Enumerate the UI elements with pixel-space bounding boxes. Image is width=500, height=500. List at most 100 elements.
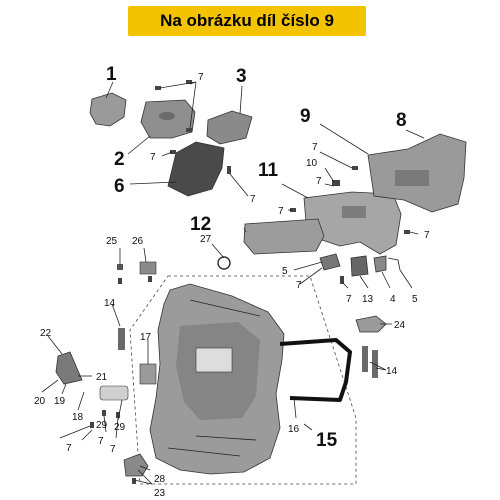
callout-7: 7	[346, 294, 352, 305]
callout-7: 7	[98, 436, 104, 447]
callout-26: 26	[132, 236, 144, 247]
callout-27: 27	[200, 234, 212, 245]
part-18-part	[99, 385, 129, 401]
part-5-bracket-left	[319, 253, 341, 271]
callout-7: 7	[312, 142, 318, 153]
leader	[359, 275, 369, 289]
part-4-clip	[373, 255, 387, 273]
callout-11: 11	[258, 160, 279, 181]
screw	[118, 278, 122, 284]
callout-7: 7	[424, 230, 430, 241]
screw	[116, 412, 120, 418]
screw	[340, 276, 344, 284]
callout-8: 8	[396, 110, 407, 131]
leader	[381, 271, 391, 289]
part-25-clip	[117, 264, 123, 270]
callout-17: 17	[140, 332, 152, 343]
callout-7: 7	[278, 206, 284, 217]
callout-3: 3	[236, 66, 247, 87]
leader	[129, 181, 177, 185]
screw	[90, 422, 94, 428]
part-24-clip	[355, 315, 387, 333]
screw	[227, 166, 231, 174]
leader	[117, 399, 123, 421]
leader	[59, 425, 91, 439]
part-14-clip-right-b	[372, 350, 378, 378]
screw	[332, 180, 340, 186]
callout-7: 7	[150, 152, 156, 163]
callout-7: 7	[296, 280, 302, 291]
callout-16: 16	[288, 424, 300, 435]
leader	[409, 231, 419, 235]
part-28-bracket	[123, 453, 149, 477]
leader	[405, 129, 425, 139]
callout-25: 25	[106, 236, 118, 247]
callout-1: 1	[106, 64, 117, 85]
screw	[155, 86, 161, 90]
part-6-bracket	[167, 141, 225, 197]
callout-20: 20	[34, 396, 46, 407]
leader	[143, 247, 147, 263]
part-1-cover	[89, 92, 127, 127]
callout-7: 7	[198, 72, 204, 83]
leader	[281, 183, 309, 199]
callout-19: 19	[54, 396, 66, 407]
part-2-hole	[159, 112, 175, 120]
callout-9: 9	[300, 106, 311, 127]
part-13-bracket	[350, 255, 369, 277]
leader	[159, 81, 197, 129]
callout-24: 24	[394, 320, 406, 331]
leader	[81, 429, 93, 441]
callout-15: 15	[316, 430, 338, 451]
part-15-detail	[167, 299, 261, 457]
leader	[243, 227, 247, 233]
part-14-clip-left	[118, 328, 125, 350]
callout-6: 6	[114, 176, 125, 197]
leader	[105, 81, 114, 99]
screw	[102, 410, 106, 416]
part-9-vent	[342, 206, 366, 218]
callout-4: 4	[390, 294, 396, 305]
leader	[324, 183, 335, 187]
part-16-seal	[279, 338, 352, 402]
leader	[319, 123, 369, 155]
screw	[186, 80, 192, 84]
screw	[132, 478, 136, 484]
callout-2: 2	[114, 149, 125, 170]
callout-14: 14	[104, 298, 116, 309]
callout-7: 7	[250, 194, 256, 205]
leader	[229, 173, 249, 197]
part-27-ring	[217, 256, 231, 270]
callout-28: 28	[154, 474, 166, 485]
callout-23: 23	[154, 488, 166, 499]
callout-12: 12	[190, 214, 211, 235]
screw-group	[90, 80, 410, 484]
screw	[290, 208, 296, 212]
leader	[139, 465, 151, 471]
callout-7: 7	[66, 443, 72, 454]
part-3-bracket	[206, 110, 253, 145]
screw	[186, 128, 192, 132]
leader	[77, 391, 85, 411]
leader	[303, 423, 313, 431]
screw	[352, 166, 358, 170]
part-8-opening	[395, 170, 429, 186]
title-banner: Na obrázku díl číslo 9	[128, 6, 366, 36]
callout-5: 5	[412, 294, 418, 305]
leader	[299, 267, 323, 285]
callout-29: 29	[114, 422, 126, 433]
part-12-bar	[243, 218, 325, 255]
leader	[111, 303, 121, 327]
leader	[324, 167, 335, 183]
part-15-window	[195, 347, 233, 373]
callout-13: 13	[362, 294, 374, 305]
leader	[47, 335, 63, 355]
part-14-clip-right-a	[362, 346, 368, 372]
callout-7: 7	[316, 176, 322, 187]
callout-5: 5	[282, 266, 288, 277]
screw	[404, 230, 410, 234]
screw	[170, 150, 176, 154]
part-5-clip-right	[387, 257, 401, 271]
part-15-outline	[129, 275, 357, 485]
